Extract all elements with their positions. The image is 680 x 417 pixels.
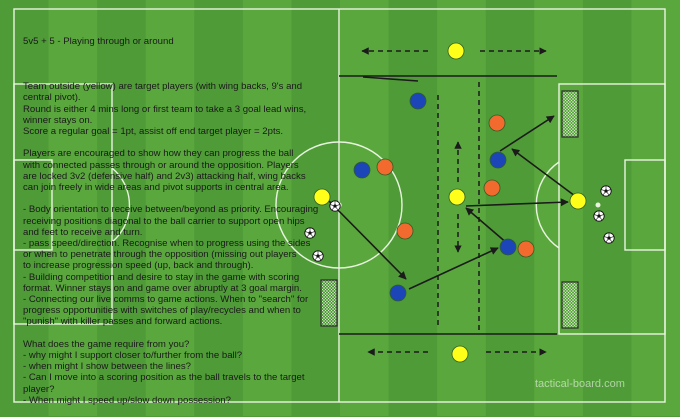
note-line	[23, 70, 323, 81]
note-line: - When might I speed up/slow down posses…	[23, 394, 231, 406]
movement-arrows	[361, 47, 547, 356]
goal-net-icon	[320, 279, 338, 327]
pass-arrows	[328, 76, 576, 290]
goals	[320, 90, 579, 329]
grass-stripe	[97, 0, 147, 416]
note-line: - Building competition and desire to sta…	[23, 271, 300, 283]
grass-stripe	[242, 0, 292, 416]
players	[313, 42, 587, 363]
ball-icon	[593, 210, 605, 222]
note-line: and feet to receive and turn.	[23, 226, 143, 238]
note-line	[23, 193, 323, 204]
grass-stripe	[340, 0, 390, 416]
blue-player	[499, 238, 517, 256]
note-line	[23, 137, 323, 148]
note-line: central pivot).	[23, 92, 81, 104]
note-line: format. Winner stays on and game over ab…	[23, 282, 302, 294]
note-line: player?	[23, 383, 55, 395]
six-yard-box-left	[13, 159, 53, 251]
centre-circle	[275, 141, 403, 269]
penalty-arc-right	[535, 161, 560, 249]
session-notes: 5v5 + 5 - Playing through or around Team…	[23, 14, 323, 417]
ball-icon	[329, 200, 341, 212]
grass-stripe	[631, 0, 680, 416]
watermark: tactical-board.com	[535, 378, 625, 390]
ball-icon	[603, 232, 615, 244]
note-line: - why might I support closer to/further …	[23, 350, 243, 362]
note-line: What does the game require from you?	[23, 338, 190, 350]
grass-stripe	[582, 0, 632, 416]
note-line: - Connecting our live comms to game acti…	[23, 294, 309, 306]
grass-stripe	[48, 0, 98, 416]
note-line: "punish" with killer passes and forward …	[23, 316, 223, 328]
blue-player	[409, 92, 427, 110]
zone-lines	[339, 75, 557, 335]
session-title: 5v5 + 5 - Playing through or around	[23, 36, 174, 48]
six-yard-box-right	[624, 159, 666, 251]
arrow-icon	[408, 247, 499, 290]
note-line: Team outside (yellow) are target players…	[23, 81, 303, 93]
note-line: - Body orientation to receive between/be…	[23, 204, 319, 216]
note-line: can join freely in wide areas and pivot …	[23, 182, 289, 194]
yellow-target-player	[447, 42, 465, 60]
grass-stripe	[0, 0, 50, 416]
grass-stripe	[194, 0, 244, 416]
ball-icon	[600, 185, 612, 197]
pitch-lines	[13, 8, 666, 403]
orange-player	[488, 114, 506, 132]
grass-stripe	[388, 0, 438, 416]
note-line: or when to penetrate through the opposit…	[23, 249, 297, 261]
penalty-arc-left	[111, 167, 131, 243]
goal-net-icon	[561, 281, 579, 329]
blue-player	[353, 161, 371, 179]
yellow-target-player	[448, 188, 466, 206]
blue-player	[389, 284, 407, 302]
arrow-icon	[499, 115, 555, 152]
orange-player	[396, 222, 414, 240]
note-line: Round is either 4 mins long or first tea…	[23, 103, 307, 115]
note-line: receiving positions diagonal to the ball…	[23, 215, 305, 227]
blue-player	[489, 151, 507, 169]
note-line: to increase progression speed (up, back …	[23, 260, 254, 272]
note-line: - Can I move into a scoring position as …	[23, 372, 305, 384]
yellow-target-player	[451, 345, 469, 363]
grass-stripe	[485, 0, 535, 416]
orange-player	[517, 240, 535, 258]
notes-body: Team outside (yellow) are target players…	[23, 70, 323, 406]
note-line: Players are encouraged to show how they …	[23, 148, 294, 160]
yellow-target-player	[569, 192, 587, 210]
note-line	[23, 328, 323, 339]
arrow-icon	[328, 200, 407, 280]
penalty-spot-right	[595, 202, 601, 208]
note-line: - pass speed/direction. Recognise when t…	[23, 238, 311, 250]
yellow-target-player	[313, 188, 331, 206]
note-line: Score a regular goal = 1pt, assist off e…	[23, 126, 284, 138]
grass-stripe	[145, 0, 195, 416]
note-line: are locked 3v2 (defensive half) and 2v3)…	[23, 170, 306, 182]
note-line: - when might I show between the lines?	[23, 361, 191, 373]
arrow-icon	[465, 207, 509, 245]
arrow-icon	[511, 148, 576, 197]
note-line: with connected passes through or around …	[23, 159, 299, 171]
note-line: progress opportunities with switches of …	[23, 305, 301, 317]
arrow-icon	[362, 76, 419, 82]
goal-net-icon	[561, 90, 579, 138]
arrow-icon	[465, 198, 569, 207]
note-line: winner stays on.	[23, 114, 93, 126]
orange-player	[376, 158, 394, 176]
orange-player	[483, 179, 501, 197]
